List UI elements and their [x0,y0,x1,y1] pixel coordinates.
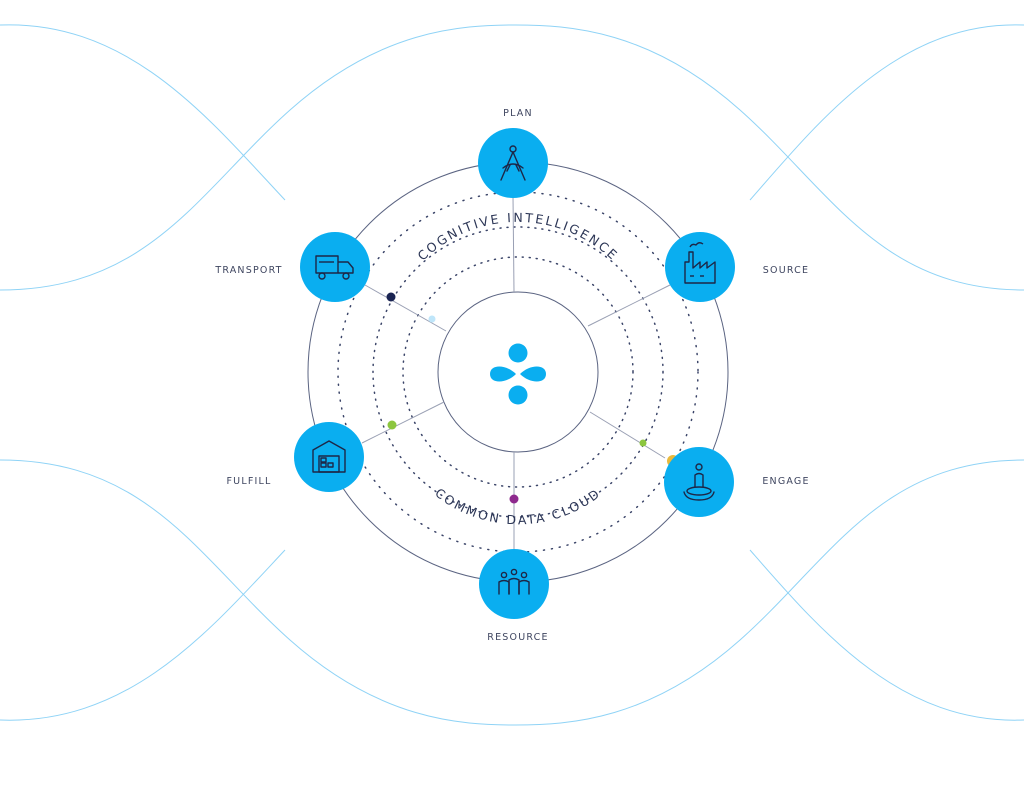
dot-purple [509,494,519,504]
spoke-plan [512,195,515,293]
dotted-ring [372,226,664,518]
logo-dot-bottom [508,385,528,405]
node-plan[interactable]: PLAN [478,108,548,198]
spoke-fulfill [361,401,445,444]
node-transport-label: TRANSPORT [214,265,282,276]
node-transport[interactable]: TRANSPORT [214,232,370,302]
node-fulfill[interactable]: FULFILL [227,422,364,492]
drafting-compass-icon [500,145,526,181]
dot-light [428,315,436,323]
team-people-icon [498,568,530,595]
wave-line [0,459,1024,726]
dot-green [639,439,647,447]
node-engage-label: ENGAGE [762,476,809,487]
node-engage-circle [664,447,734,517]
person-on-pedestal-icon [683,463,715,501]
node-transport-circle [300,232,370,302]
dotted-ring [402,256,634,488]
factory-icon [684,242,716,284]
logo-leaf-right [520,366,546,382]
wave-line [0,24,286,201]
delivery-truck-icon [315,255,354,280]
node-resource-label: RESOURCE [487,632,548,643]
node-resource[interactable]: RESOURCE [479,549,549,643]
common-data-cloud-label: COMMON DATA CLOUD [432,485,603,527]
node-engage[interactable]: ENGAGE [664,447,810,517]
dot-navy [386,292,396,302]
logo-leaf-left [490,366,516,382]
accent-dots [386,292,679,504]
node-fulfill-circle [294,422,364,492]
spoke-transport [364,284,447,332]
node-source[interactable]: SOURCE [665,232,809,302]
cognitive-intelligence-label: COGNITIVE INTELLIGENCE [414,210,621,264]
wave-line [749,549,1024,721]
background-waves [0,24,1024,726]
droplet-cluster-logo-icon [490,343,546,405]
spoke-engage [589,411,666,459]
inner-ring [437,291,599,453]
warehouse-icon [312,440,346,473]
node-plan-circle [478,128,548,198]
wave-line [0,24,1024,291]
node-plan-label: PLAN [503,108,533,119]
dot-green [387,420,397,430]
node-fulfill-label: FULFILL [227,476,272,487]
wave-line [0,549,286,721]
logo-dot-top [508,343,528,363]
spoke-source [587,284,671,327]
node-source-label: SOURCE [763,265,809,276]
node-resource-circle [479,549,549,619]
wave-line [749,24,1024,201]
